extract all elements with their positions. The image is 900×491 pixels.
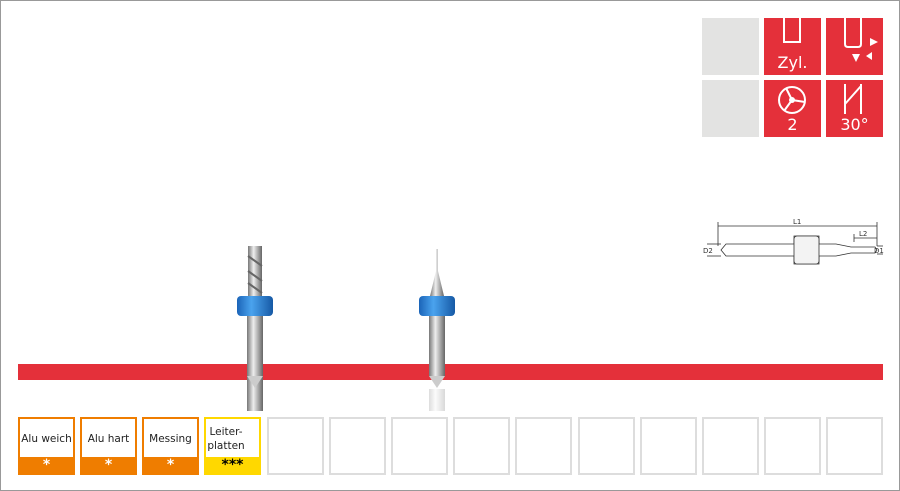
l1-label: L1 [793, 218, 801, 226]
empty-material-slot [267, 417, 324, 475]
empty-material-slot [764, 417, 821, 475]
helix-angle-icon: 30° [826, 80, 883, 137]
drill-tool-image [237, 246, 273, 411]
empty-material-slot [578, 417, 635, 475]
empty-material-slot [515, 417, 572, 475]
empty-material-slot [391, 417, 448, 475]
engraver-tool-image [419, 249, 455, 411]
empty-material-slot [702, 417, 759, 475]
d1-label: D1 [874, 247, 884, 255]
cylindrical-shank-icon: Zyl. [764, 18, 821, 75]
material-messing: Messing* [142, 417, 199, 475]
dimension-diagram: L1 L2 D2 D1 [703, 218, 884, 265]
material-alu-hart: Alu hart* [80, 417, 137, 475]
empty-material-slot [640, 417, 697, 475]
red-divider-bar [18, 364, 883, 380]
d2-label: D2 [703, 247, 713, 255]
empty-icon-slot [702, 80, 759, 137]
empty-icon-slot [702, 18, 759, 75]
cutting-edge-icon [826, 18, 883, 75]
empty-material-slot [329, 417, 386, 475]
l2-label: L2 [859, 230, 867, 238]
empty-material-slot [826, 417, 883, 475]
empty-material-slot [453, 417, 510, 475]
material-leiterplatten: Leiter- platten*** [204, 417, 261, 475]
flutes-icon: 2 [764, 80, 821, 137]
material-alu-weich: Alu weich* [18, 417, 75, 475]
